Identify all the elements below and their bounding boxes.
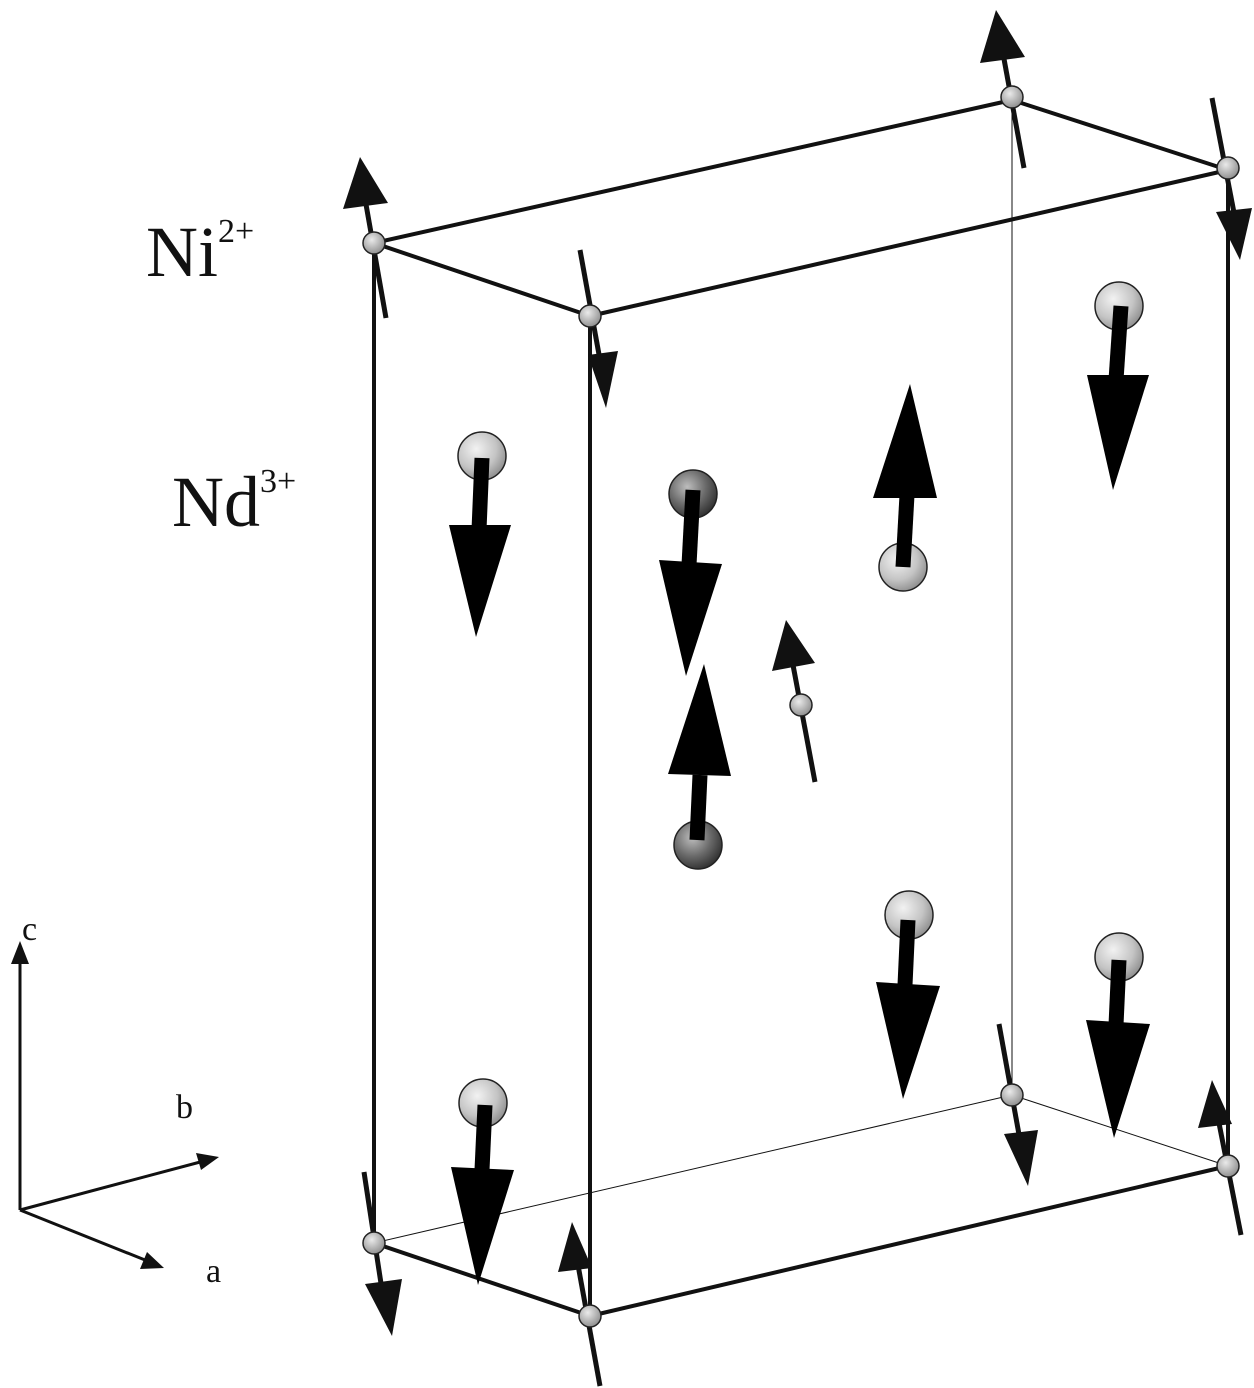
ni-atom (1216, 156, 1240, 180)
ni-ion-label: Ni2+ (146, 212, 254, 292)
ni-atom (578, 304, 602, 328)
ni-atom (1000, 1083, 1024, 1107)
nd-spin-heads (449, 375, 1150, 1285)
nd-ion-label: Nd3+ (172, 462, 296, 542)
axis-label-a: a (206, 1253, 221, 1290)
ni-atoms (362, 85, 1240, 1328)
ni-atom (578, 1304, 602, 1328)
ni-spin-heads (343, 10, 1252, 1336)
ni-label-base: Ni (146, 212, 218, 292)
unit-cell-edges (372, 98, 1230, 1318)
axes-indicator (18, 958, 205, 1264)
ni-atom (789, 693, 813, 717)
nd-spin-shafts (471, 305, 1129, 1171)
ni-atom (362, 1231, 386, 1255)
nd-atoms (457, 281, 1144, 1128)
nd-label-charge: 3+ (260, 463, 296, 500)
ni-label-charge: 2+ (218, 213, 254, 250)
ni-atom (1216, 1154, 1240, 1178)
ni-atom (1000, 85, 1024, 109)
nd-label-base: Nd (172, 462, 260, 542)
ni-atom (362, 231, 386, 255)
axes-arrowheads (11, 941, 219, 1269)
axis-label-b: b (176, 1089, 193, 1126)
axis-label-c: c (22, 911, 37, 948)
